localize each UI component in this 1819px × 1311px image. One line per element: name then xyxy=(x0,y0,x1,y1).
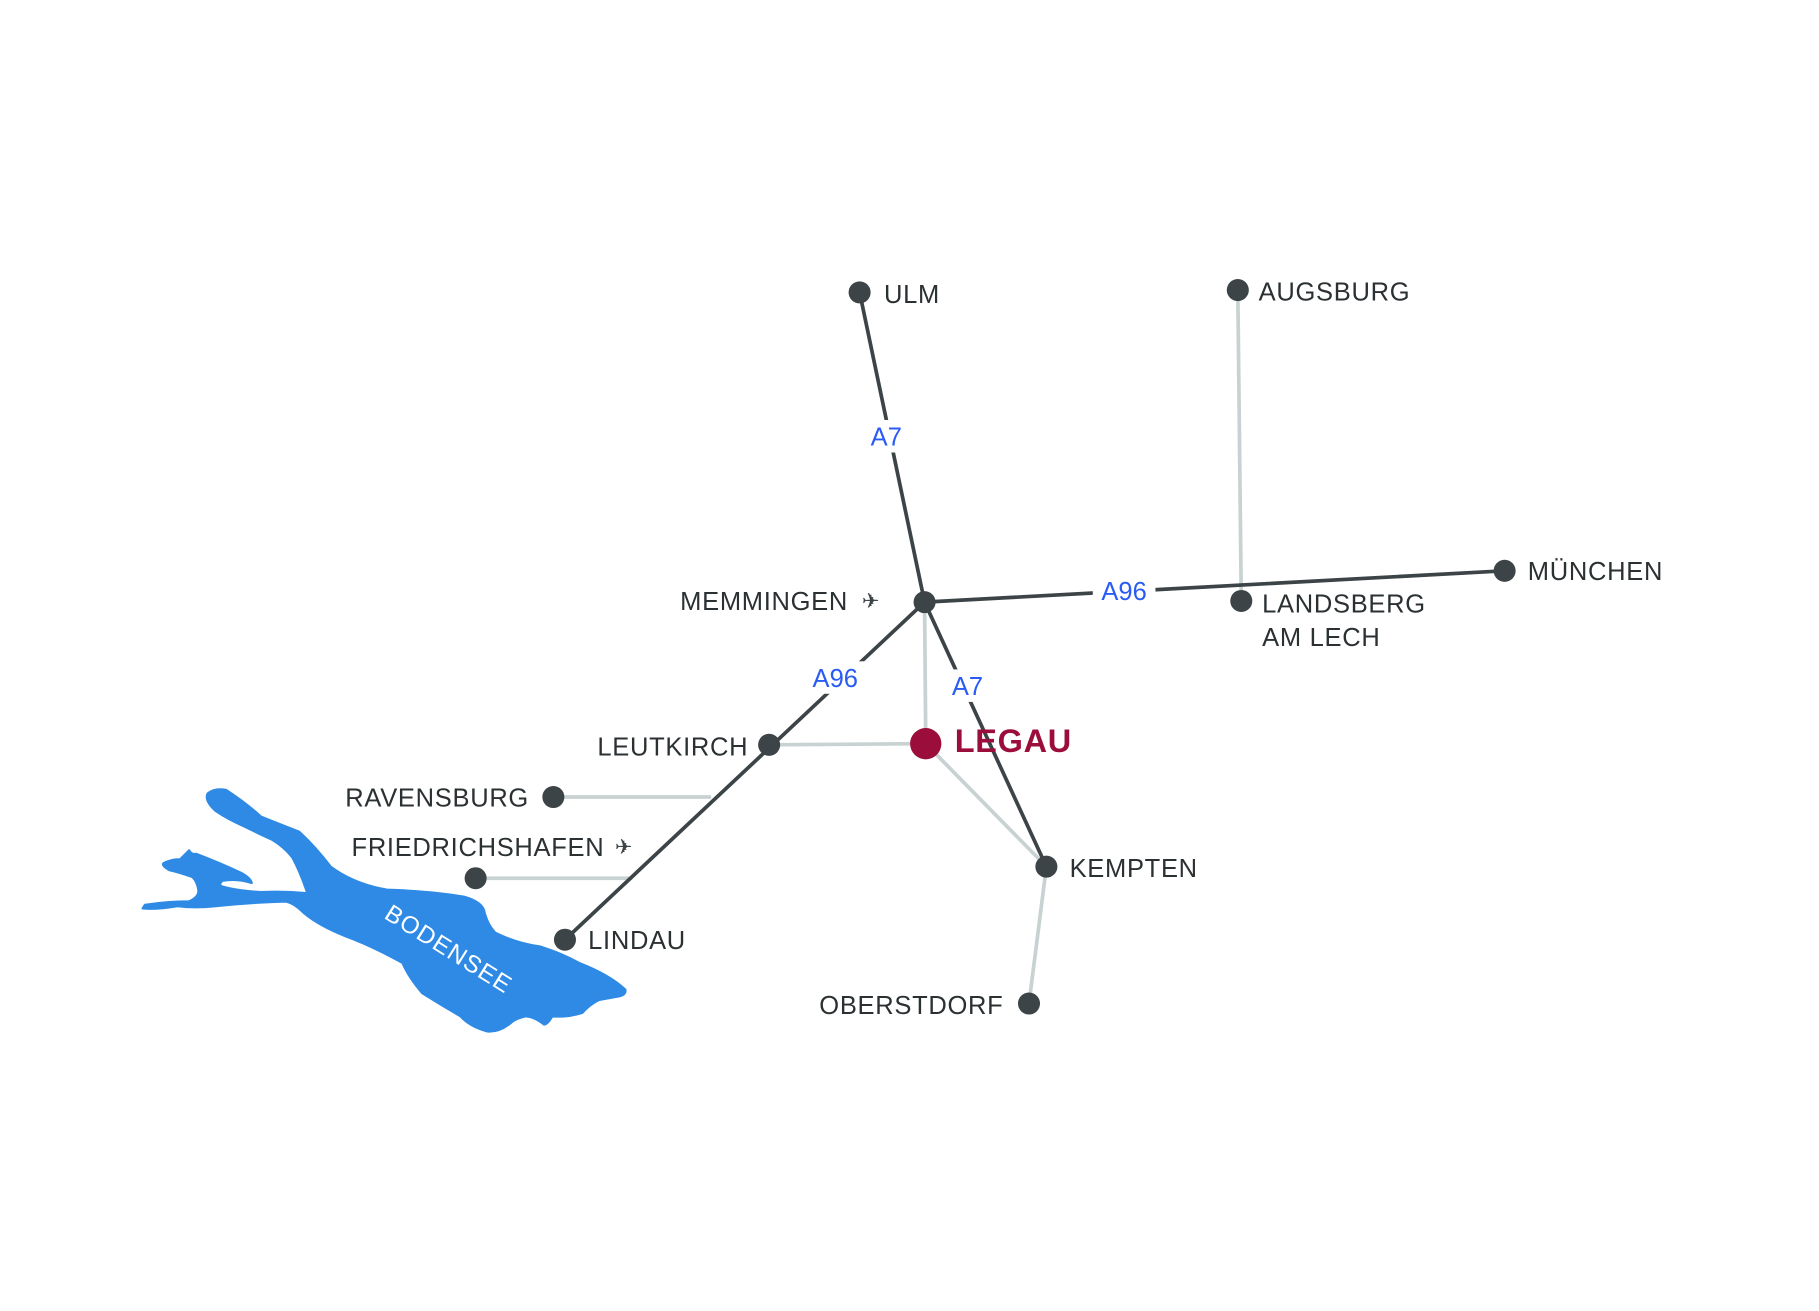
city-dot-lindau[interactable] xyxy=(553,928,576,951)
city-label-kempten: KEMPTEN xyxy=(1070,855,1198,883)
airplane-icon-friedrichshafen: ✈ xyxy=(615,835,632,859)
road-leutkirch-legau xyxy=(769,741,926,747)
highway-a96-memmingen-muenchen xyxy=(922,568,1507,604)
highway-label-a96-west: A96 xyxy=(813,665,858,693)
city-dot-friedrichshafen[interactable] xyxy=(464,867,487,890)
city-label-ravensburg: RAVENSBURG xyxy=(345,784,529,812)
city-dot-landsberg[interactable] xyxy=(1230,589,1253,612)
city-dot-ravensburg[interactable] xyxy=(542,786,565,809)
city-label-lindau: LINDAU xyxy=(588,927,686,955)
city-dot-memmingen[interactable] xyxy=(913,591,936,614)
lake-bodensee xyxy=(141,788,627,1033)
city-label-memmingen: MEMMINGEN xyxy=(680,588,848,616)
highway-a7-memmingen-kempten xyxy=(922,600,1049,869)
city-label-legau: LEGAU xyxy=(955,723,1072,759)
highway-label-a7-south: A7 xyxy=(952,673,983,701)
highway-label-a7-north: A7 xyxy=(871,424,902,452)
road-memmingen-legau xyxy=(922,602,928,744)
city-label-friedrichshafen: FRIEDRICHSHAFEN xyxy=(352,834,605,862)
highway-label-a96-east: A96 xyxy=(1101,578,1146,606)
road-augsburg-landsberg xyxy=(1235,290,1244,601)
city-label-augsburg: AUGSBURG xyxy=(1259,279,1411,307)
city-label-leutkirch: LEUTKIRCH xyxy=(597,733,748,761)
city-dot-muenchen[interactable] xyxy=(1493,559,1516,582)
city-dot-ulm[interactable] xyxy=(848,281,871,304)
road-legau-kempten xyxy=(924,742,1048,868)
city-dot-augsburg[interactable] xyxy=(1226,279,1249,302)
city-label-landsberg-line2: AM LECH xyxy=(1262,624,1380,652)
road-kempten-oberstdorf xyxy=(1027,866,1049,1004)
city-dot-leutkirch[interactable] xyxy=(758,733,781,756)
city-dot-kempten[interactable] xyxy=(1035,855,1058,878)
city-dot-oberstdorf[interactable] xyxy=(1017,992,1041,1015)
airplane-icon-memmingen: ✈ xyxy=(862,589,880,613)
city-label-muenchen: MÜNCHEN xyxy=(1528,558,1663,586)
city-label-ulm: ULM xyxy=(884,281,940,309)
highway-a96-memmingen-lindau xyxy=(563,600,927,942)
city-dot-legau[interactable] xyxy=(910,728,942,760)
city-label-oberstdorf: OBERSTDORF xyxy=(819,992,1003,1020)
city-label-landsberg: LANDSBERG xyxy=(1262,591,1426,619)
